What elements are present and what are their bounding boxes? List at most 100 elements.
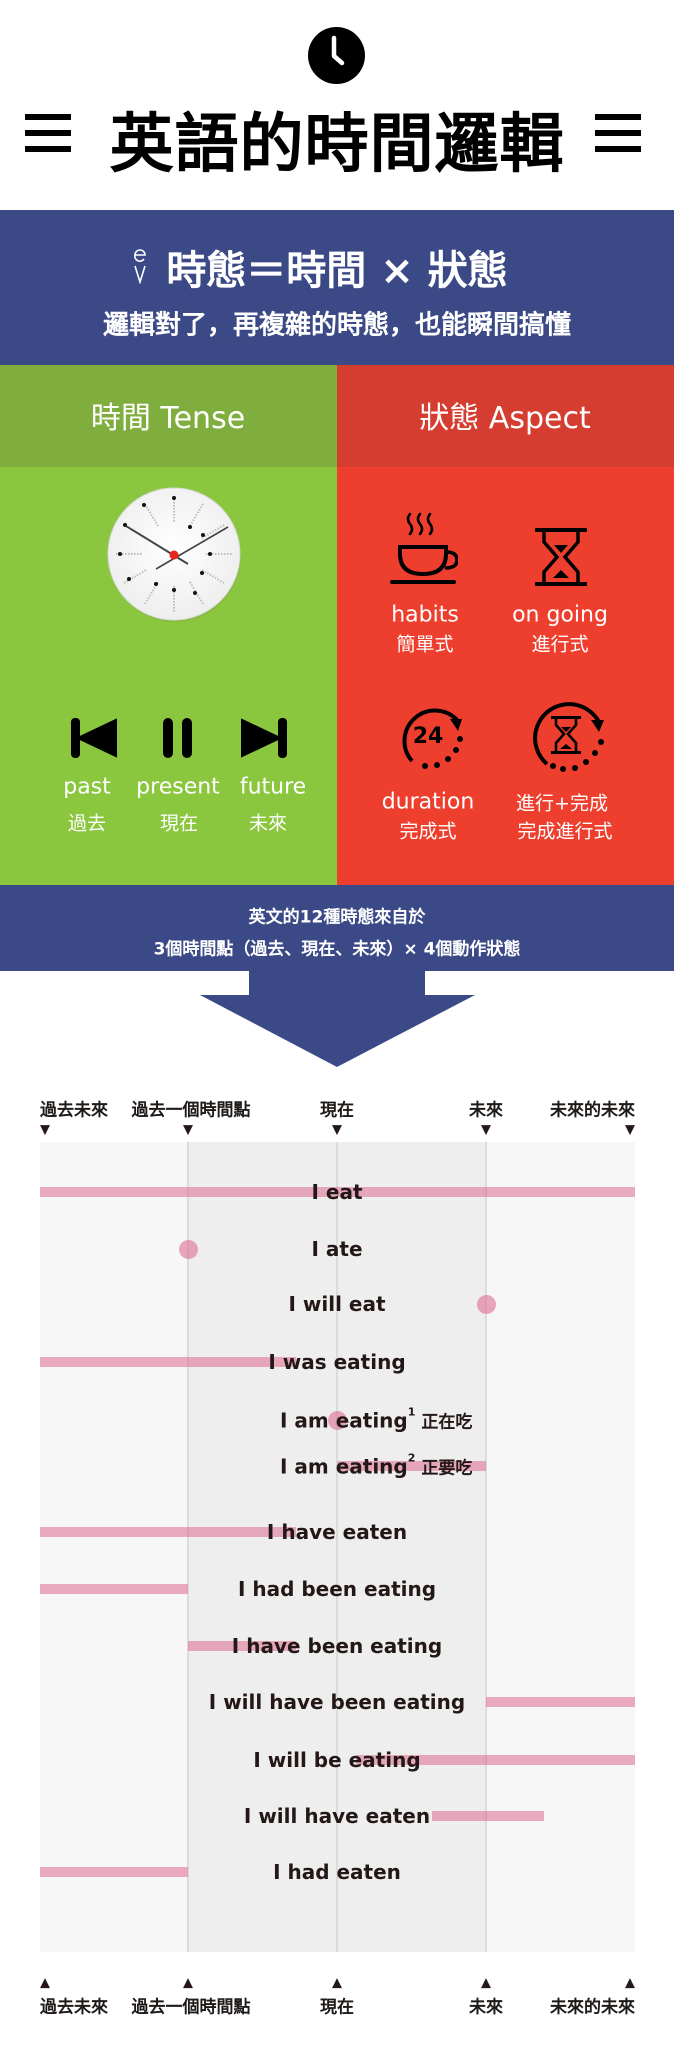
axis-label-future-bottom: 未來 — [469, 1997, 503, 2018]
duration-bar — [40, 1584, 188, 1594]
axis-label-past-point-bottom: 過去一個時間點 — [131, 1997, 251, 2018]
formula-title: 時態＝時間 × 狀態 — [166, 248, 508, 294]
tense-example-text: I will eat — [288, 1292, 386, 1316]
tense-example-text: I will have been eating — [208, 1690, 466, 1714]
tense-example-note: 正在吃 — [421, 1412, 473, 1433]
down-triangle-icon: ▼ — [625, 1122, 635, 1138]
left-triple-bar-icon — [25, 114, 71, 152]
tense-example-label: I have been eating — [232, 1634, 442, 1658]
tense-example-label: I had been eating — [238, 1577, 436, 1601]
aspect-header: 狀態 Aspect — [337, 365, 674, 467]
duration-bar — [486, 1697, 635, 1707]
duration-bar — [188, 1641, 296, 1651]
tense-example-text: I eat — [311, 1180, 363, 1204]
tense-example-label: I will be eating — [253, 1748, 420, 1772]
skip-back-icon — [71, 718, 117, 758]
tense-example-label: I had eaten — [273, 1860, 401, 1884]
summary-banner — [0, 885, 674, 971]
tense-example-label: I will have eaten — [244, 1804, 430, 1828]
habits-label-zh: 簡單式 — [396, 633, 454, 656]
tense-example-label: I eat — [311, 1180, 362, 1204]
ongoing-complete-label: 進行+完成 — [516, 792, 608, 815]
down-triangle-icon: ▼ — [40, 1122, 50, 1138]
up-triangle-icon: ▲ — [183, 1975, 193, 1991]
tense-example-label: I will have been eating — [209, 1690, 465, 1714]
ongoing-complete-label-zh: 完成進行式 — [517, 820, 613, 843]
axis-label-now-bottom: 現在 — [320, 1997, 354, 2018]
formula-subtitle: 邏輯對了，再複雜的時態，也能瞬間搞懂 — [102, 310, 572, 341]
pause-icon — [163, 718, 192, 758]
duration-bar — [40, 1867, 188, 1877]
axis-label-remote-past-bottom: 過去未來 — [40, 1997, 108, 2018]
future-line — [485, 1142, 487, 1952]
tense-example-text: I will be eating — [253, 1748, 421, 1772]
skip-forward-icon — [241, 718, 287, 758]
clock-icon — [308, 27, 365, 84]
hourglass-cycle-icon — [533, 702, 604, 772]
up-triangle-icon: ▲ — [40, 1975, 50, 1991]
up-triangle-icon: ▲ — [481, 1975, 491, 1991]
footnote-marker: 1 — [407, 1405, 416, 1419]
tense-example-text: I am eating — [280, 1454, 408, 1479]
axis-label-remote-past: 過去未來 — [40, 1100, 108, 1121]
duration-bar — [40, 1527, 296, 1537]
page-title: 英語的時間邏輯 — [109, 108, 565, 182]
tense-example-text: I had been eating — [237, 1577, 437, 1601]
idea-pin-icon — [134, 249, 146, 284]
tense-example-label: I have eaten — [267, 1520, 407, 1544]
tense-heading: 時間 Tense — [90, 401, 246, 436]
tense-example-text: I was eating — [268, 1350, 406, 1374]
duration-label: duration — [381, 789, 475, 815]
tense-example-note: 正要吃 — [421, 1458, 473, 1479]
tense-example-text: I have eaten — [266, 1520, 408, 1544]
formula-banner — [0, 210, 674, 365]
coffee-cup-icon — [390, 512, 458, 584]
tense-example-label: I was eating — [268, 1350, 405, 1374]
tense-example-label: I ate — [311, 1237, 362, 1261]
down-triangle-icon: ▼ — [481, 1122, 491, 1138]
tense-example-text: I will have eaten — [243, 1804, 431, 1828]
axis-label-far-future: 未來的未來 — [550, 1100, 635, 1121]
present-label-zh: 現在 — [159, 812, 199, 835]
habits-label: habits — [391, 602, 459, 628]
24-hour-cycle-icon: 24 — [402, 708, 463, 769]
axis-label-past-point: 過去一個時間點 — [131, 1100, 251, 1121]
time-point-dot — [178, 1239, 198, 1259]
tense-example-text: I ate — [311, 1237, 363, 1261]
past-point-line — [187, 1142, 189, 1952]
wall-clock-icon — [107, 487, 241, 622]
time-point-dot — [327, 1410, 347, 1430]
aspect-panel — [337, 467, 674, 885]
time-point-dot — [476, 1294, 496, 1314]
tense-example-text: I had eaten — [273, 1860, 401, 1884]
down-triangle-icon: ▼ — [183, 1122, 193, 1138]
tense-example-label: I am eating1正在吃 — [280, 1405, 473, 1433]
axis-label-now: 現在 — [320, 1100, 354, 1121]
up-triangle-icon: ▲ — [332, 1975, 342, 1991]
future-label: future — [239, 774, 307, 800]
ongoing-label-zh: 進行式 — [531, 633, 589, 656]
duration-bar — [432, 1811, 544, 1821]
hourglass-icon — [535, 528, 587, 586]
now-line — [336, 1142, 338, 1952]
svg-text:24: 24 — [413, 724, 444, 749]
tense-example-label: I will eat — [288, 1292, 385, 1316]
tense-header: 時間 Tense — [0, 365, 337, 467]
past-label-zh: 過去 — [67, 812, 107, 835]
present-label: present — [136, 774, 220, 800]
timeline-panel — [40, 1142, 635, 1952]
summary-line-2: 3個時間點（過去、現在、未來）× 4個動作狀態 — [153, 939, 521, 960]
axis-label-far-future-bottom: 未來的未來 — [550, 1997, 635, 2018]
duration-bar — [40, 1187, 635, 1197]
right-triple-bar-icon — [595, 114, 641, 152]
up-triangle-icon: ▲ — [625, 1975, 635, 1991]
past-label: past — [63, 774, 111, 800]
summary-line-1: 英文的12種時態來自於 — [248, 907, 426, 928]
ongoing-label: on going — [512, 602, 608, 628]
footnote-marker: 2 — [407, 1451, 416, 1465]
aspect-heading: 狀態 Aspect — [419, 401, 591, 436]
tense-example-text: I have been eating — [231, 1634, 443, 1658]
axis-label-future: 未來 — [469, 1100, 503, 1121]
duration-bar — [356, 1755, 635, 1765]
future-label-zh: 未來 — [248, 812, 288, 835]
